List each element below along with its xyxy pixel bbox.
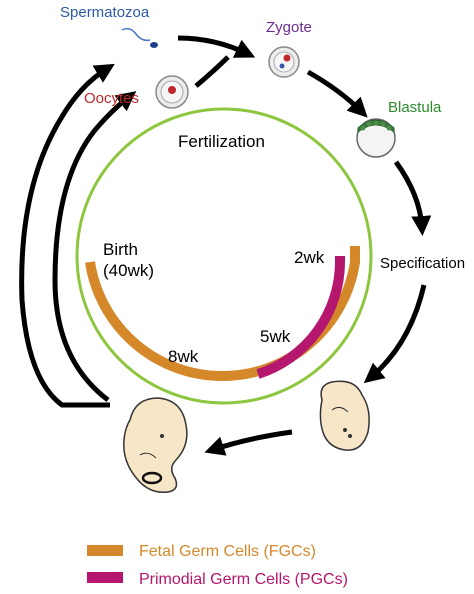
legend-label-fgc: Fetal Germ Cells (FGCs) (139, 543, 316, 560)
spermatozoon-icon (121, 27, 158, 48)
birth-week-label: (40wk) (103, 261, 154, 280)
arrow-oocytes-to-zygote (194, 55, 230, 88)
arrow-birth-to-spermatozoa (19, 63, 115, 408)
blastula-icon (356, 118, 396, 158)
oocyte-icon (155, 75, 189, 109)
arrow-embryo-to-fetus (204, 429, 293, 456)
arrow-zygote-to-blastula (306, 69, 368, 118)
fetus-icon (123, 397, 188, 493)
fertilization-circle (75, 107, 373, 405)
fgc-arc (85, 246, 360, 382)
arrow-spermatozoa-to-zygote (177, 35, 256, 58)
zygote-label: Zygote (266, 19, 312, 36)
wk5-label: 5wk (260, 327, 291, 346)
blastula-label: Blastula (388, 99, 442, 116)
arrow-specification-to-embryo (363, 284, 427, 384)
embryo-icon (319, 380, 370, 451)
birth-label: Birth (103, 240, 138, 259)
legend-swatch-pgc (87, 572, 123, 583)
arrow-blastula-to-specification (393, 160, 432, 236)
zygote-icon (268, 46, 300, 78)
oocytes-label: Oocytes (84, 90, 139, 107)
pgc-arc (256, 256, 345, 379)
legend: Fetal Germ Cells (FGCs) Primodial Germ C… (87, 543, 348, 588)
fertilization-label: Fertilization (178, 132, 265, 151)
legend-label-pgc: Primodial Germ Cells (PGCs) (139, 571, 348, 588)
wk8-label: 8wk (168, 347, 199, 366)
spermatozoa-label: Spermatozoa (60, 4, 150, 21)
arrow-birth-to-oocytes (52, 91, 137, 402)
legend-swatch-fgc (87, 545, 123, 556)
wk2-label: 2wk (294, 248, 325, 267)
specification-label: Specification (380, 255, 465, 272)
